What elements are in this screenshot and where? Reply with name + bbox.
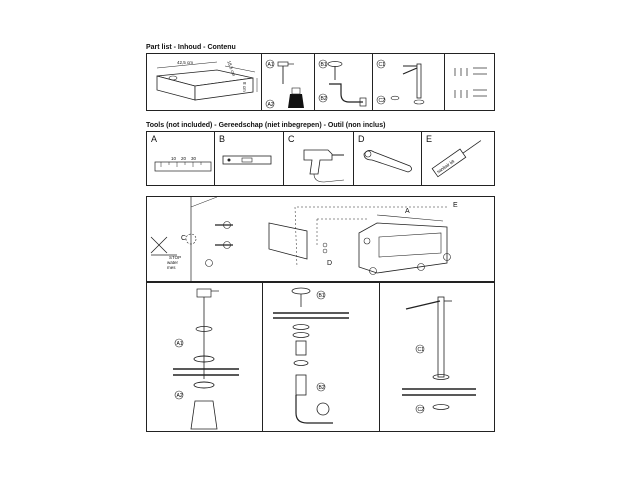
step3-c1-label: C1 — [418, 347, 425, 353]
tool-b-cell: B — [215, 132, 284, 185]
sealant-icon: sanitair kit — [431, 140, 482, 178]
step2-b2-label: B2 — [319, 385, 325, 391]
tool-c-cell: C — [284, 132, 354, 185]
tool-a-letter: A — [151, 134, 158, 144]
spirit-level-icon — [222, 155, 272, 165]
ruler-tick-30: 30 — [191, 156, 197, 161]
step3-faucet-diagram: C1 C2 — [402, 296, 476, 414]
tool-c-letter: C — [288, 134, 295, 144]
steps-panel: A1 A2 B1 B2 — [146, 282, 495, 432]
drill-icon — [303, 149, 345, 183]
step1-a2-label: A2 — [177, 393, 183, 399]
step1-soap-dispenser-diagram: A1 A2 — [173, 288, 239, 430]
tool-b-letter: B — [219, 134, 226, 144]
basin-cell: 42,5 cm 18,5 cm 8 cm — [147, 54, 262, 110]
fixings-cell — [445, 54, 496, 110]
drain-cell: B1 B2 — [315, 54, 373, 110]
part-b2-label: B2 — [321, 96, 327, 102]
part-a1-label: A1 — [268, 62, 274, 68]
step3-c2-label: C2 — [418, 407, 425, 413]
part-c2-label: C2 — [379, 98, 386, 104]
tool-d-letter: D — [358, 134, 365, 144]
step2-drain-diagram: B1 B2 — [273, 287, 349, 424]
parts-panel: 42,5 cm 18,5 cm 8 cm A1 A2 B1 B2 — [146, 53, 495, 111]
parts-section-title: Part list - Inhoud - Contenu — [146, 44, 236, 51]
wrench-icon — [363, 150, 412, 173]
soap-dispenser-cell: A1 A2 — [262, 54, 315, 110]
tool-d-cell: D — [354, 132, 422, 185]
tool-e-letter: E — [426, 134, 433, 144]
basin-width-label: 42,5 cm — [177, 60, 194, 65]
ruler-tick-10: 10 — [171, 156, 177, 161]
soap-dispenser-icon: A1 A2 — [265, 59, 304, 109]
ruler-tick-20: 20 — [181, 156, 187, 161]
tools-section-title: Tools (not included) - Gereedschap (niet… — [146, 122, 386, 129]
drain-trap-icon: B1 B2 — [318, 59, 367, 107]
step2-cell: B1 B2 — [263, 283, 380, 431]
faucet-cell: C1 C2 — [373, 54, 445, 110]
tool-a-cell: A 10 20 30 — [147, 132, 215, 185]
part-b1-label: B1 — [321, 62, 327, 68]
water-sub-label: mes — [167, 265, 176, 270]
ref-a-label: A — [405, 208, 410, 215]
install-overview-diagram — [150, 196, 451, 283]
basin-height-label: 8 cm — [242, 82, 247, 92]
step2-b1-label: B1 — [319, 293, 325, 299]
screws-plugs-icon — [454, 67, 487, 98]
step1-a1-label: A1 — [177, 341, 183, 347]
install-overview-panel: STOP water mes C D A E — [146, 196, 495, 283]
step3-cell: C1 C2 — [380, 283, 496, 431]
ruler-icon — [154, 161, 212, 172]
water-label: water — [167, 260, 179, 265]
tool-e-cell: E sanitair kit — [422, 132, 496, 185]
faucet-icon: C1 C2 — [376, 59, 425, 105]
part-c1-label: C1 — [379, 62, 386, 68]
step1-cell: A1 A2 — [147, 283, 263, 431]
stop-label: STOP — [169, 255, 182, 260]
basin-icon — [156, 61, 258, 101]
ref-c-label: C — [181, 235, 187, 242]
tools-panel: A 10 20 30 B C D — [146, 131, 495, 186]
ref-e-label: E — [453, 202, 458, 209]
ref-d-label: D — [327, 260, 333, 267]
part-a2-label: A2 — [268, 102, 274, 108]
